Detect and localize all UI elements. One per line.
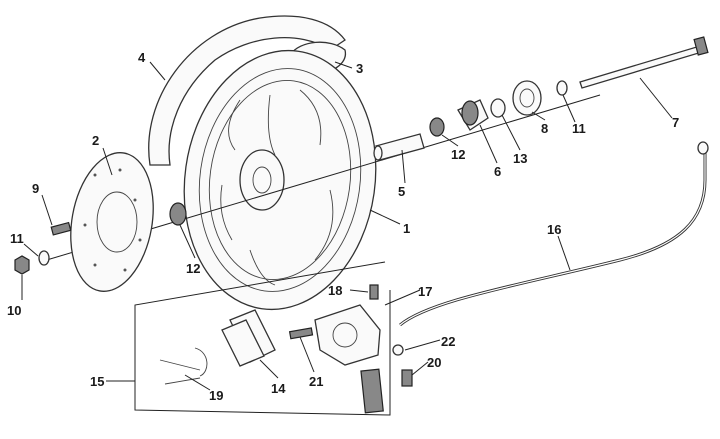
callout-1: 1 <box>403 221 410 236</box>
bearing-12-right <box>429 117 445 137</box>
callout-2: 2 <box>92 133 99 148</box>
caliper-kit-bracket <box>134 261 391 416</box>
brake-disc-part <box>70 152 154 292</box>
callout-11-right: 11 <box>572 121 586 136</box>
callout-12-right: 12 <box>451 147 465 162</box>
callout-5: 5 <box>398 184 405 199</box>
spacer-end <box>373 145 383 161</box>
callout-19: 19 <box>209 388 223 403</box>
callout-15: 15 <box>90 374 104 389</box>
callout-8: 8 <box>541 121 548 136</box>
disc-center <box>96 191 138 253</box>
leader-lines <box>21 61 673 391</box>
bearing-12-left <box>169 202 187 226</box>
washer-13 <box>490 98 506 118</box>
callout-21: 21 <box>309 374 323 389</box>
washer-22 <box>392 344 404 356</box>
rim-outer <box>198 68 362 292</box>
banjo-bolt-20 <box>401 369 413 387</box>
brake-hose-16 <box>399 150 707 327</box>
bolt-9 <box>50 221 72 236</box>
callout-3: 3 <box>356 61 363 76</box>
nut-10 <box>14 255 30 275</box>
hub-bore <box>252 166 272 194</box>
axle-head <box>693 36 709 56</box>
bleeder-18 <box>369 284 379 300</box>
caliper-piston <box>332 322 358 348</box>
callout-20: 20 <box>427 355 441 370</box>
callout-11-left: 11 <box>10 231 24 246</box>
hose-fitting-top <box>697 141 709 155</box>
washer-11-right <box>556 80 568 96</box>
callout-7: 7 <box>672 115 679 130</box>
rim-spokes <box>220 89 334 286</box>
speedo-gear <box>461 100 479 126</box>
callout-9: 9 <box>32 181 39 196</box>
callout-6: 6 <box>494 164 501 179</box>
seal-inner <box>519 88 535 108</box>
callout-10: 10 <box>7 303 21 318</box>
caliper-body <box>314 304 381 366</box>
bleed-bolt-21 <box>288 327 314 340</box>
hub-part <box>239 149 285 211</box>
caliper-plate <box>360 368 384 414</box>
washer-11-left <box>38 250 50 266</box>
callout-18: 18 <box>328 283 342 298</box>
axle-7 <box>579 45 703 89</box>
seal-8 <box>512 80 542 116</box>
callout-13: 13 <box>513 151 527 166</box>
callout-4: 4 <box>138 50 146 65</box>
callout-14: 14 <box>271 381 286 396</box>
callout-12-left: 12 <box>186 261 200 276</box>
callout-22: 22 <box>441 334 455 349</box>
spacer-5 <box>375 133 425 161</box>
callout-17: 17 <box>418 284 432 299</box>
disc-holes <box>83 168 142 272</box>
callout-16: 16 <box>547 222 561 237</box>
pad-pin-19 <box>159 347 208 385</box>
